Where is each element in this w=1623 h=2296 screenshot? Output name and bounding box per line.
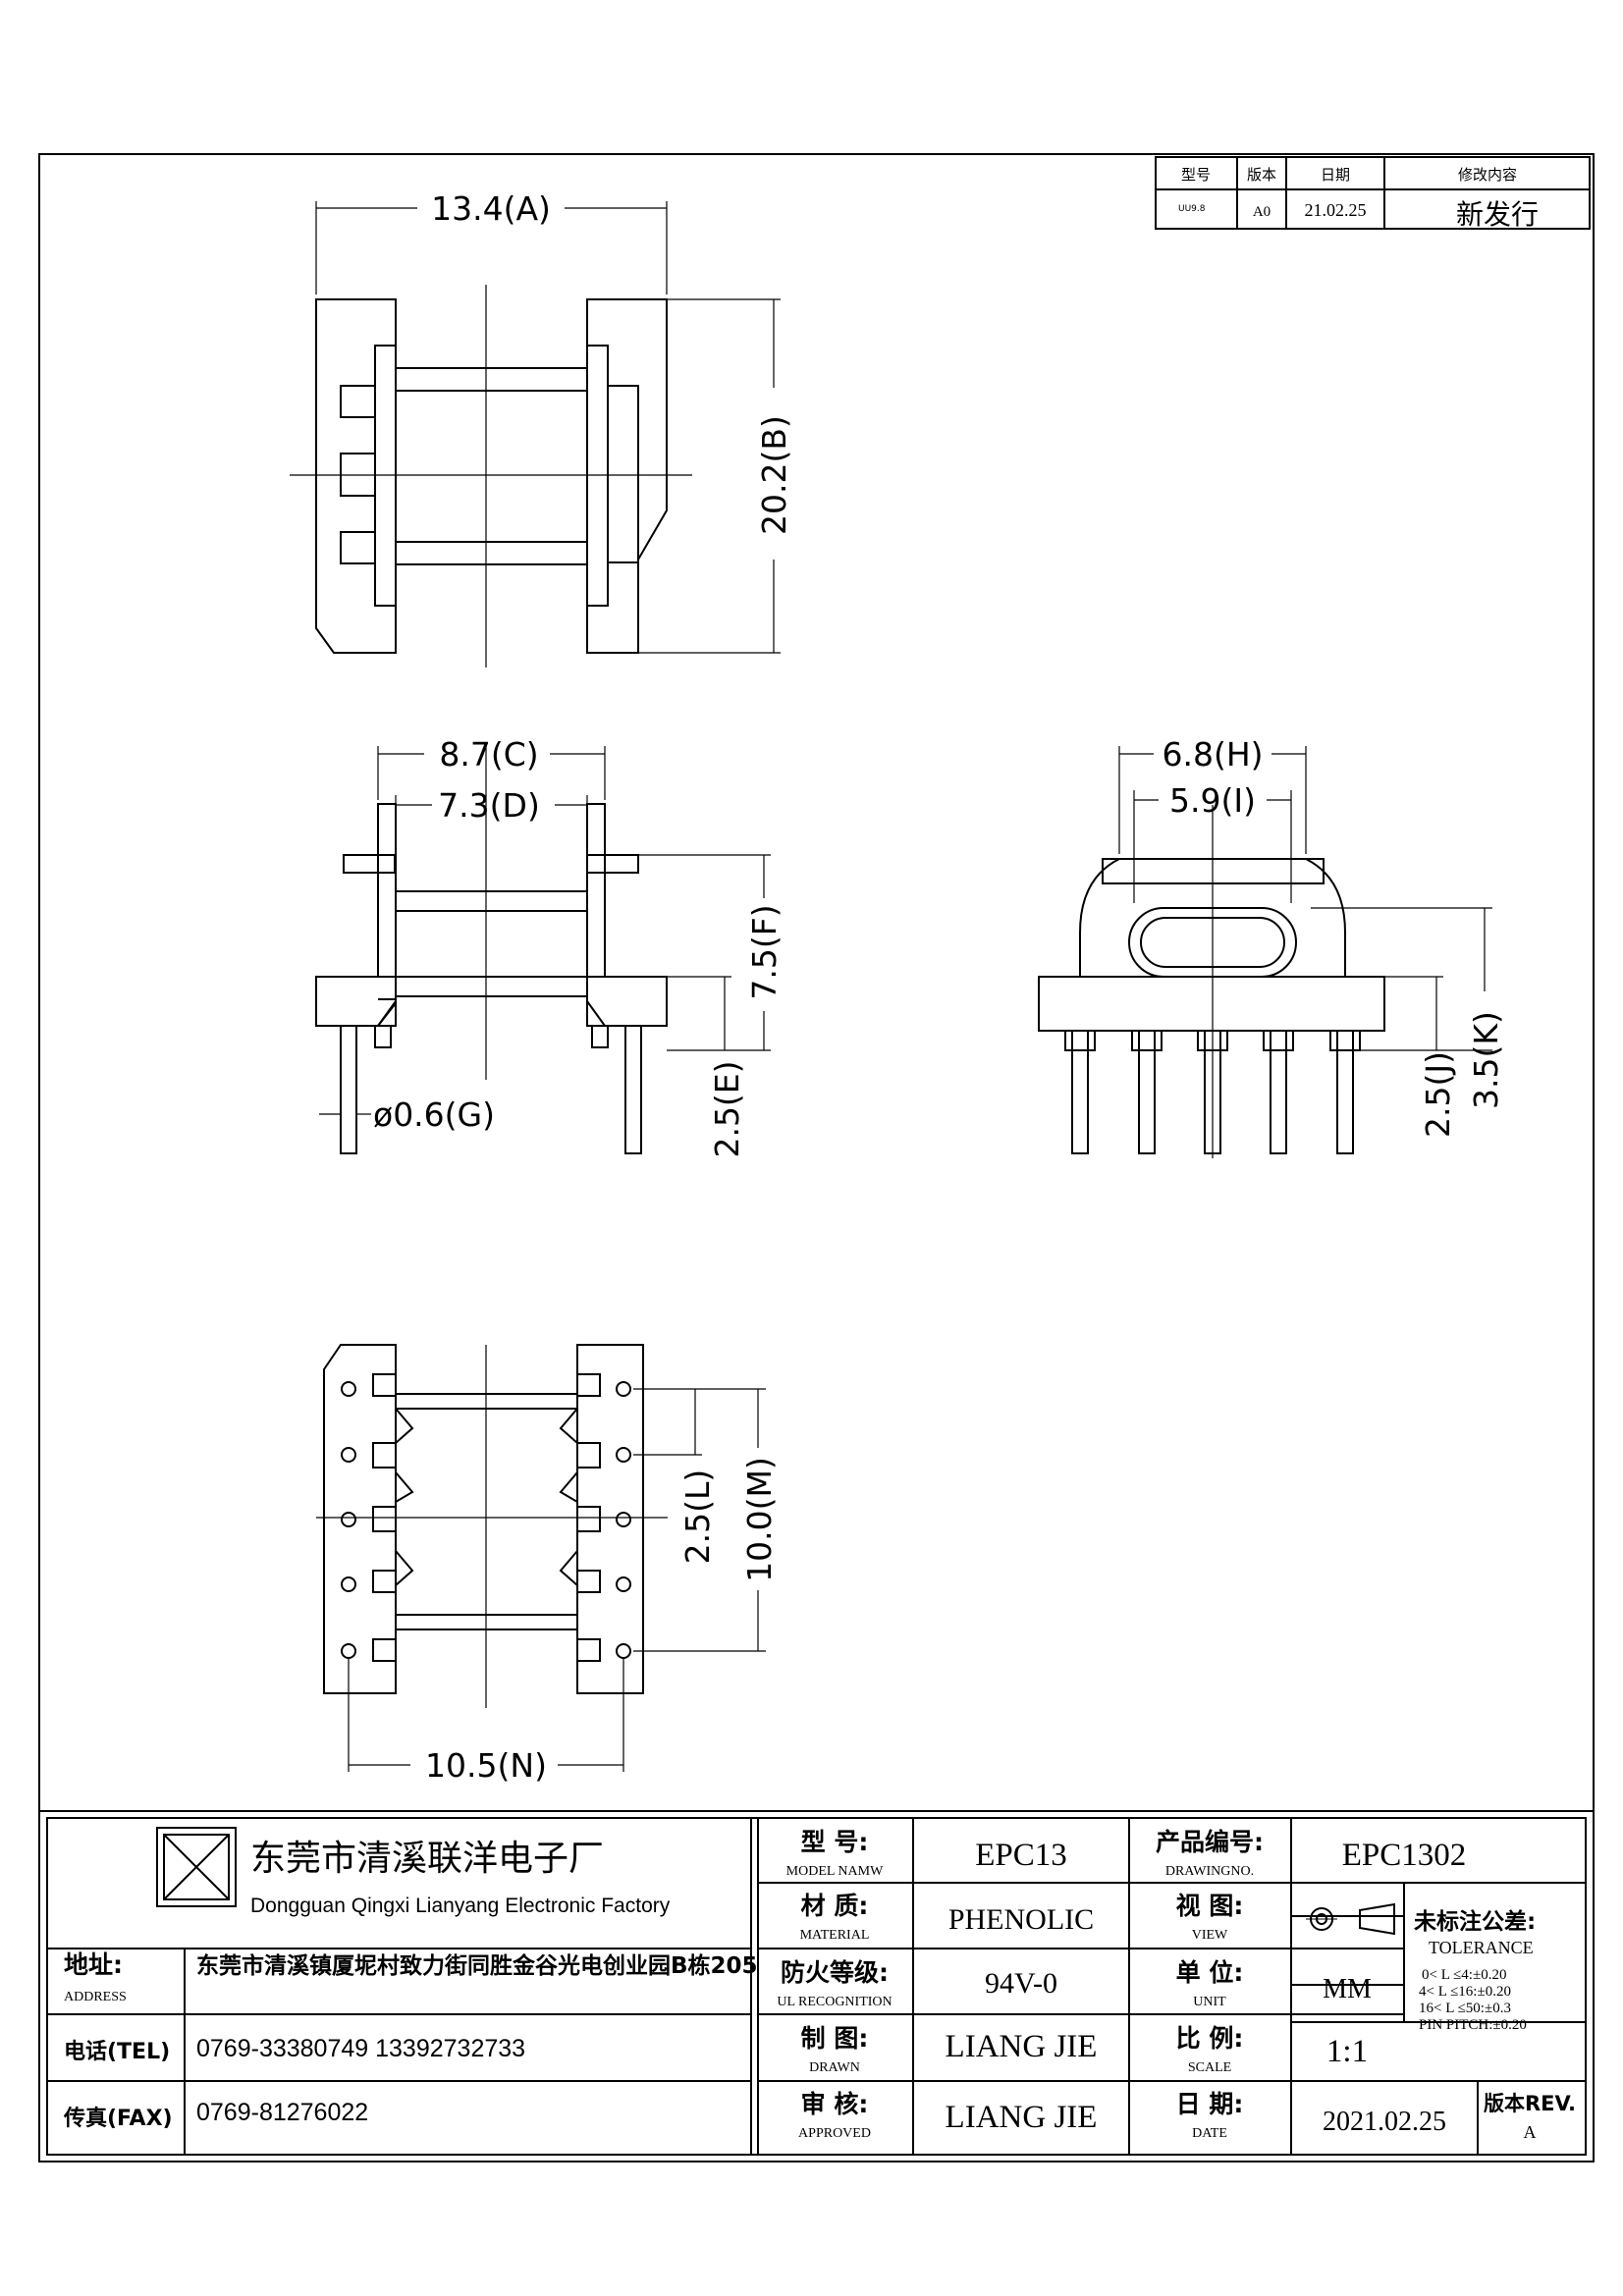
- rev-header-date: 日期: [1321, 166, 1350, 184]
- dim-j-label: 2.5(J): [1419, 1051, 1457, 1138]
- title-block: 东莞市清溪联洋电子厂 Dongguan Qingxi Lianyang Elec…: [38, 1810, 1595, 2163]
- material-label-en: MATERIAL: [800, 1928, 870, 1943]
- revision-table: 型号 版本 日期 修改内容 UU9.8 A0 21.02.25 新发行: [1155, 156, 1591, 231]
- rev-header-version: 版本: [1247, 166, 1276, 184]
- drawn-label-en: DRAWN: [809, 2060, 860, 2075]
- rev-change: 新发行: [1456, 198, 1539, 231]
- projection-symbol-icon: [1306, 1902, 1395, 1936]
- dim-d-label: 7.3(D): [438, 786, 540, 825]
- dim-m-label: 10.0(M): [740, 1457, 779, 1582]
- side-view: 8.7(C) 7.3(D) 7.5(F) 2.5(E) ø0.6(G): [315, 735, 784, 1158]
- tolerance-line-4: PIN PITCH:±0.20: [1419, 2017, 1527, 2033]
- date-label-en: DATE: [1192, 2126, 1227, 2141]
- drawn-label-cn: 制 图:: [801, 2024, 869, 2053]
- dim-g-label: ø0.6(G): [373, 1095, 495, 1134]
- view-label-cn: 视 图:: [1176, 1892, 1244, 1920]
- unit-label-en: UNIT: [1193, 1995, 1226, 2009]
- scale-label-cn: 比 例:: [1176, 2024, 1244, 2053]
- address-label-cn: 地址:: [64, 1950, 123, 1979]
- drawno-value: EPC1302: [1342, 1838, 1467, 1873]
- dim-b-label: 20.2(B): [755, 415, 793, 535]
- material-label-cn: 材 质:: [801, 1892, 869, 1920]
- dim-f-label: 7.5(F): [745, 904, 784, 999]
- dim-l-label: 2.5(L): [678, 1469, 717, 1565]
- rev-header-change: 修改内容: [1458, 166, 1517, 184]
- rev-value: A: [1524, 2122, 1537, 2142]
- company-name-en: Dongguan Qingxi Lianyang Electronic Fact…: [250, 1895, 671, 1917]
- model-value: EPC13: [975, 1838, 1067, 1873]
- dim-e-label: 2.5(E): [708, 1060, 746, 1157]
- ul-value: 94V-0: [985, 1967, 1057, 2000]
- unit-label-cn: 单 位:: [1176, 1958, 1244, 1987]
- address-value: 东莞市清溪镇厦坭村致力街同胜金谷光电创业园B栋205: [196, 1952, 758, 1979]
- company-logo: [156, 1827, 237, 1907]
- ul-label-cn: 防火等级:: [781, 1958, 889, 1987]
- scale-value: 1:1: [1326, 2034, 1368, 2069]
- bottom-view: 2.5(L) 10.0(M) 10.5(N): [316, 1344, 779, 1785]
- rev-version: A0: [1253, 204, 1271, 220]
- tolerance-label-cn: 未标注公差:: [1414, 1908, 1536, 1935]
- tel-label: 电话(TEL): [64, 2040, 170, 2064]
- tolerance-line-3: 16< L ≤50:±0.3: [1419, 2001, 1511, 2016]
- dim-n-label: 10.5(N): [425, 1746, 547, 1785]
- tel-value: 0769-33380749 13392732733: [196, 2035, 525, 2062]
- dim-c-label: 8.7(C): [439, 735, 538, 774]
- drawn-value: LIANG JIE: [946, 2029, 1098, 2064]
- rev-label: 版本REV.: [1484, 2092, 1576, 2115]
- ul-label-en: UL RECOGNITION: [777, 1995, 892, 2009]
- model-label-en: MODEL NAMW: [786, 1864, 884, 1879]
- drawno-label-en: DRAWINGNO.: [1165, 1864, 1254, 1879]
- rev-date: 21.02.25: [1305, 200, 1367, 220]
- tolerance-label-en: TOLERANCE: [1429, 1938, 1534, 1957]
- date-value: 2021.02.25: [1323, 2107, 1446, 2137]
- drawno-label-cn: 产品编号:: [1156, 1828, 1264, 1856]
- unit-value: MM: [1323, 1974, 1372, 2004]
- model-label-cn: 型 号:: [801, 1828, 869, 1856]
- tolerance-line-2: 4< L ≤16:±0.20: [1419, 1984, 1511, 2000]
- material-value: PHENOLIC: [948, 1903, 1094, 1936]
- dim-h-label: 6.8(H): [1162, 735, 1263, 774]
- tolerance-line-1: 0< L ≤4:±0.20: [1422, 1967, 1506, 1983]
- date-label-cn: 日 期:: [1176, 2090, 1244, 2118]
- fax-value: 0769-81276022: [196, 2099, 368, 2126]
- scale-label-en: SCALE: [1188, 2060, 1231, 2075]
- approved-label-en: APPROVED: [798, 2126, 871, 2141]
- rev-header-model: 型号: [1181, 166, 1211, 184]
- view-label-en: VIEW: [1192, 1928, 1228, 1943]
- dim-i-label: 5.9(I): [1169, 781, 1256, 820]
- approved-label-cn: 审 核:: [801, 2090, 869, 2118]
- rev-model: UU9.8: [1178, 204, 1206, 214]
- end-view: 6.8(H) 5.9(I) 2.5(J) 3.5(K): [1038, 735, 1505, 1158]
- dim-k-label: 3.5(K): [1467, 1011, 1505, 1109]
- fax-label: 传真(FAX): [63, 2106, 173, 2131]
- top-view: 13.4(A) 20.2(B): [290, 189, 793, 667]
- company-name-cn: 东莞市清溪联洋电子厂: [250, 1839, 604, 1879]
- address-label-en: ADDRESS: [64, 1990, 127, 2004]
- approved-value: LIANG JIE: [946, 2100, 1098, 2135]
- dim-a-label: 13.4(A): [431, 189, 551, 228]
